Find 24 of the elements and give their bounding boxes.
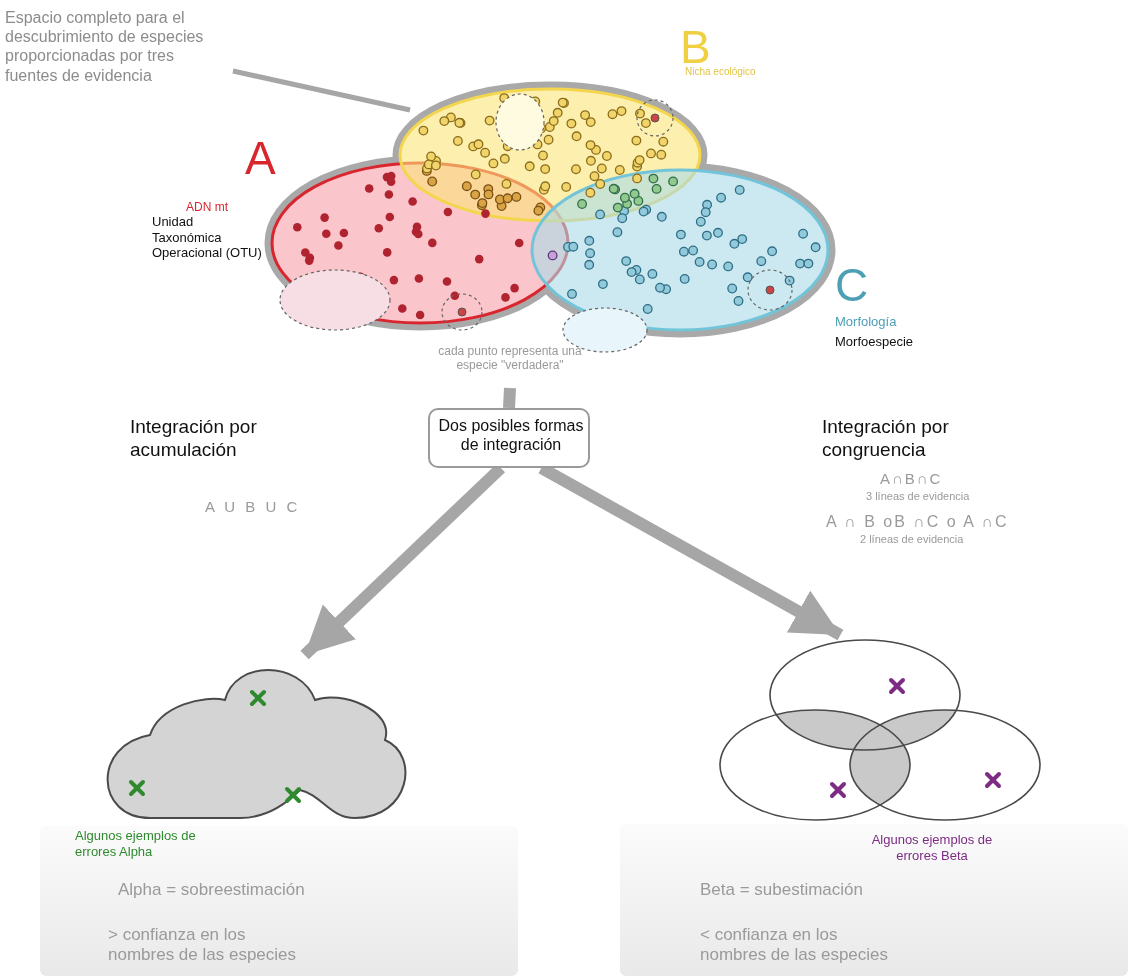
formula-text: A∩B∩C [880, 470, 944, 488]
set-letter: C [835, 262, 870, 308]
box-text: Dos posibles formas de integración [437, 416, 585, 455]
set-letter: A [245, 135, 277, 181]
caption-text: Algunos ejemplos de errores Beta [870, 832, 994, 864]
evidence-text: 2 líneas de evidencia [860, 533, 965, 547]
note-text: cada punto representa una especie "verdadera" [437, 344, 583, 373]
result-text: Alpha = sobreestimación [118, 880, 306, 901]
heading-text: Integración por acumulación [130, 416, 258, 462]
result-text: < confianza en los nombres de las especies [700, 925, 890, 966]
annotation-text: Espacio completo para el descubrimiento de especies proporcionadas por tres fuentes de evidencia [5, 8, 205, 85]
evidence-text: 3 líneas de evidencia [866, 490, 971, 504]
set-title: Morfología [835, 314, 898, 330]
formula-text: A ∩ B oB ∩C o A ∩C [826, 512, 1010, 532]
set-description: Unidad Taxonómica Operacional (OTU) [152, 214, 263, 261]
caption-text: Algunos ejemplos de errores Alpha [75, 828, 197, 860]
formula-text: A U B U C [205, 498, 302, 516]
result-text: Beta = subestimación [700, 880, 864, 901]
heading-text: Integración por congruencia [822, 416, 950, 462]
set-title: ADN mt [186, 200, 229, 215]
result-text: > confianza en los nombres de las especies [108, 925, 298, 966]
rounded-box [428, 408, 590, 468]
leader-line [232, 68, 411, 113]
connector-line [503, 387, 516, 409]
